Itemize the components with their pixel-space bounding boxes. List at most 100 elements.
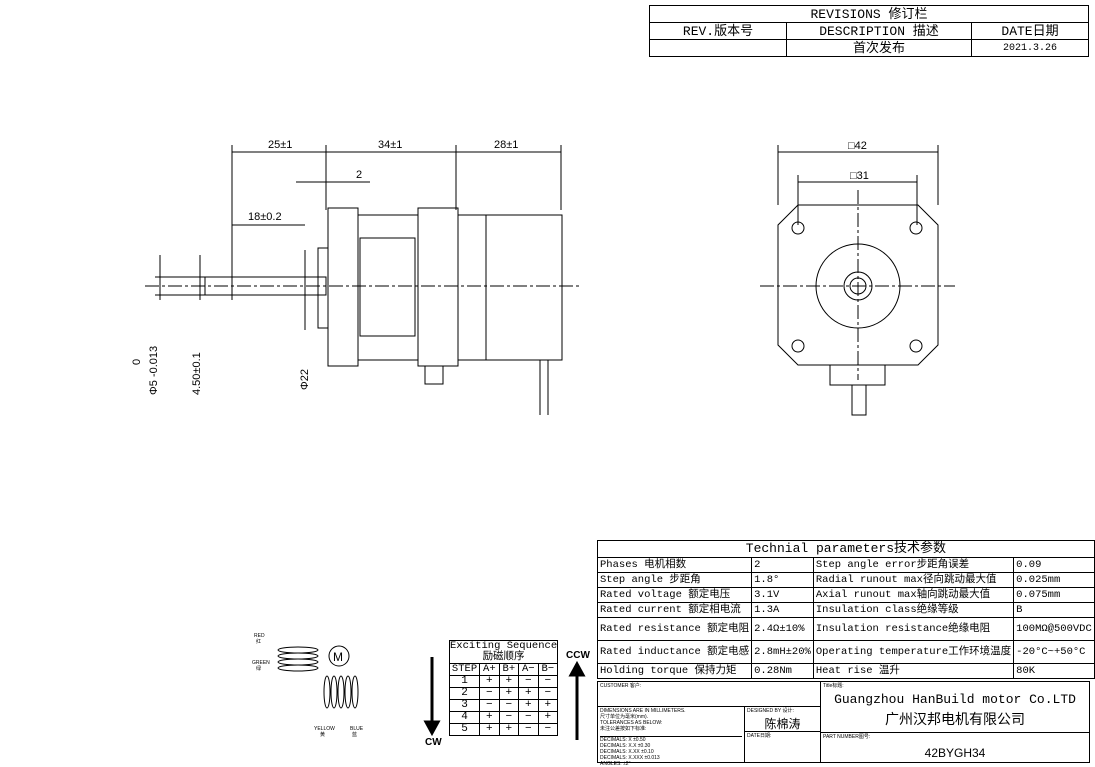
param-label: Heat rise 温升 bbox=[812, 663, 1015, 679]
dim-2: 2 bbox=[356, 169, 362, 181]
table-row: Rated resistance 额定电阻 2.4Ω±10% Insulatio… bbox=[596, 617, 1095, 641]
seq-cell: + bbox=[537, 699, 559, 712]
seq-cell: − bbox=[537, 723, 559, 736]
param-value: 80K bbox=[1013, 663, 1095, 679]
company-name-cn: 广州汉邦电机有限公司 bbox=[885, 711, 1025, 727]
seq-header: B− bbox=[537, 663, 559, 676]
note-line: 未注公差按如下标准: bbox=[600, 726, 647, 732]
seq-cell: + bbox=[498, 687, 520, 700]
param-label: Step angle 步距角 bbox=[596, 572, 753, 588]
param-value: 100MΩ@500VDC bbox=[1013, 617, 1095, 641]
wire-blue: BLUE bbox=[350, 726, 364, 732]
param-value: 0.28Nm bbox=[751, 663, 814, 679]
seq-cell: + bbox=[498, 675, 520, 688]
seq-cell: + bbox=[479, 675, 500, 688]
param-label: Operating temperature工作环境温度 bbox=[812, 640, 1015, 664]
ccw-label: CCW bbox=[566, 650, 590, 661]
seq-cell: − bbox=[479, 687, 500, 700]
seq-cell: − bbox=[537, 687, 559, 700]
param-value: 2 bbox=[751, 557, 814, 573]
wire-blue-cn: 蓝 bbox=[352, 731, 357, 738]
param-value: 0.075mm bbox=[1013, 587, 1095, 603]
param-label: Insulation resistance绝缘电阻 bbox=[812, 617, 1015, 641]
param-value: B bbox=[1013, 602, 1095, 618]
dim-len-b: 34±1 bbox=[378, 139, 402, 151]
seq-header: A+ bbox=[479, 663, 500, 676]
revisions-row-desc: 首次发布 bbox=[786, 39, 972, 57]
decimal-line: DECIMALS: X.XX ±0.10 bbox=[600, 749, 654, 755]
note-line: 尺寸单位为毫米(mm). bbox=[600, 714, 649, 720]
seq-header: B+ bbox=[498, 663, 520, 676]
seq-cell: 4 bbox=[448, 711, 481, 724]
dim-len-c: 28±1 bbox=[494, 139, 518, 151]
dim-31: □31 bbox=[850, 170, 869, 182]
param-label: Rated resistance 额定电阻 bbox=[596, 617, 753, 641]
title-block: CUSTOMER 客户: DIMENSIONS ARE IN MILLIMETE… bbox=[597, 681, 1090, 767]
seq-cell: − bbox=[479, 699, 500, 712]
param-value: 2.8mH±20% bbox=[751, 640, 814, 664]
param-value: 0.025mm bbox=[1013, 572, 1095, 588]
designer-name: 陈棉涛 bbox=[764, 717, 801, 731]
table-row: Rated voltage 额定电压 3.1V Axial runout max… bbox=[596, 587, 1095, 603]
technical-parameters-table: Technial parameters技术参数 Phases 电机相数 2 St… bbox=[596, 540, 1095, 679]
seq-cell: − bbox=[498, 711, 520, 724]
seq-cell: 5 bbox=[448, 723, 481, 736]
decimal-line: DECIMALS: X ±0.50 bbox=[600, 737, 646, 743]
table-row: Phases 电机相数 2 Step angle error步距角误差 0.09 bbox=[596, 557, 1095, 573]
dim-shaft: 18±0.2 bbox=[248, 211, 282, 223]
note-line: TOLERANCES AS BELOW: bbox=[600, 720, 663, 726]
dim-boss: Φ22 bbox=[299, 369, 311, 390]
decimal-line: ANGLES: ±2° bbox=[600, 761, 631, 767]
table-row: Holding torque 保持力矩 0.28Nm Heat rise 温升 … bbox=[596, 663, 1095, 679]
revisions-row-date: 2021.3.26 bbox=[971, 39, 1089, 57]
param-label: Rated inductance 额定电感 bbox=[596, 640, 753, 664]
seq-cell: − bbox=[518, 711, 539, 724]
seq-cell: + bbox=[498, 723, 520, 736]
param-label: Radial runout max径向跳动最大值 bbox=[812, 572, 1015, 588]
title-label: Title标题: bbox=[823, 683, 844, 689]
note-line: DIMENSIONS ARE IN MILLIMETERS. bbox=[600, 708, 686, 714]
param-label: Rated current 额定相电流 bbox=[596, 602, 753, 618]
param-label: Rated voltage 额定电压 bbox=[596, 587, 753, 603]
param-value: 2.4Ω±10% bbox=[751, 617, 814, 641]
decimals: DECIMALS: X ±0.50 DECIMALS: X.X ±0.30 DE… bbox=[600, 736, 742, 767]
part-number: 42BYGH34 bbox=[924, 746, 986, 760]
seq-cell: − bbox=[498, 699, 520, 712]
dim-flat: 4.50±0.1 bbox=[191, 352, 203, 395]
param-label: Step angle error步距角误差 bbox=[812, 557, 1015, 573]
param-value: 1.8° bbox=[751, 572, 814, 588]
dim-len-a: 25±1 bbox=[268, 139, 292, 151]
table-row: 3−−++ bbox=[448, 699, 559, 712]
param-value: 1.3A bbox=[751, 602, 814, 618]
table-row: 1++−− bbox=[448, 675, 559, 688]
wire-red-cn: 红 bbox=[256, 638, 261, 645]
designed-by-label: DESIGNED BY 设计: bbox=[747, 708, 794, 714]
seq-cell: + bbox=[479, 723, 500, 736]
param-value: -20°C~+50°C bbox=[1013, 640, 1095, 664]
wire-yellow: YELLOW bbox=[314, 726, 335, 732]
param-label: Insulation class绝缘等级 bbox=[812, 602, 1015, 618]
decimal-line: DECIMALS: X.X ±0.30 bbox=[600, 743, 651, 749]
notes: DIMENSIONS ARE IN MILLIMETERS. 尺寸单位为毫米(m… bbox=[598, 707, 744, 733]
param-value: 3.1V bbox=[751, 587, 814, 603]
param-value: 0.09 bbox=[1013, 557, 1095, 573]
wire-green: GREEN bbox=[252, 660, 270, 666]
table-row: 4+−−+ bbox=[448, 711, 559, 724]
customer-label: CUSTOMER 客户: bbox=[600, 683, 642, 689]
wire-yellow-cn: 黄 bbox=[320, 731, 325, 738]
seq-header: STEP bbox=[448, 663, 481, 676]
revisions-table: REVISIONS 修订栏 REV.版本号 DESCRIPTION 描述 DAT… bbox=[649, 5, 1089, 57]
company-name-en: Guangzhou HanBuild motor Co.LTD bbox=[834, 692, 1076, 707]
table-row: Step angle 步距角 1.8° Radial runout max径向跳… bbox=[596, 572, 1095, 588]
part-number-label: PART NUMBER图号: bbox=[823, 734, 871, 740]
params-title: Technial parameters技术参数 bbox=[597, 540, 1095, 558]
seq-cell: 2 bbox=[448, 687, 481, 700]
seq-cell: + bbox=[518, 687, 539, 700]
motor-symbol: M bbox=[333, 650, 343, 664]
seq-cell: − bbox=[537, 675, 559, 688]
seq-header: A− bbox=[518, 663, 539, 676]
date-label: DATE日期: bbox=[747, 733, 772, 739]
